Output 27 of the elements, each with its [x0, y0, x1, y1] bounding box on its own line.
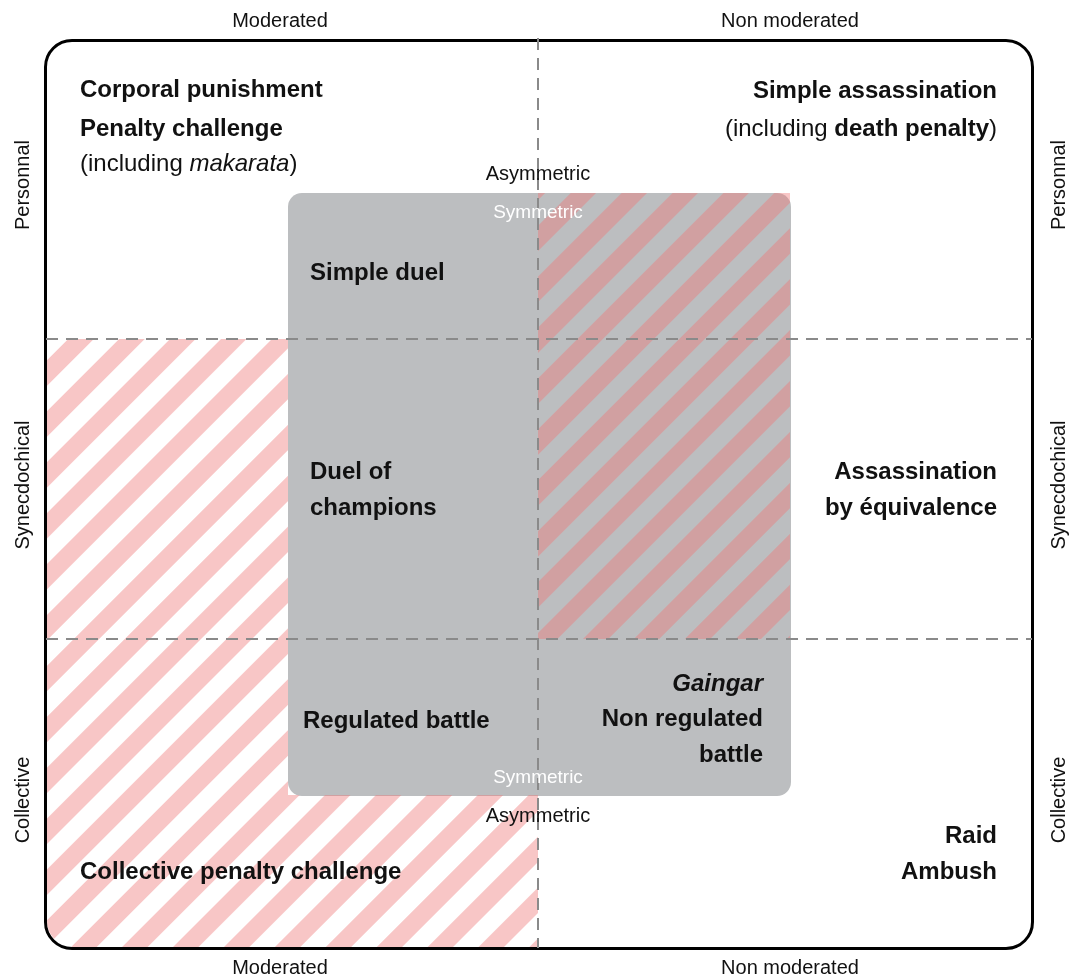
category-text: Collective penalty challenge: [80, 856, 402, 886]
row-axis-label: Synecdochical: [10, 420, 34, 550]
category-text: (including makarata): [80, 148, 298, 178]
row-axis-label: Collective: [10, 756, 34, 844]
boundary-label: Asymmetric: [485, 803, 591, 827]
column-axis-label: Non moderated: [721, 8, 859, 32]
category-text: Penalty challenge: [80, 113, 283, 143]
row-axis-label: Collective: [1046, 756, 1070, 844]
category-text: Raid Ambush: [900, 820, 997, 886]
category-text: Simple duel: [310, 257, 445, 287]
column-axis-label: Moderated: [232, 955, 328, 979]
category-text: Non regulated battle: [600, 703, 763, 769]
category-text: Corporal punishment: [80, 74, 323, 104]
row-axis-label: Synecdochical: [1046, 420, 1070, 550]
category-text: Duel of champions: [310, 456, 438, 522]
column-axis-label: Non moderated: [721, 955, 859, 979]
category-text: Gaingar: [672, 668, 763, 698]
category-text: Regulated battle: [303, 705, 490, 735]
region-label: Symmetric: [492, 200, 584, 224]
row-axis-label: Personnal: [10, 139, 34, 231]
category-text: (including death penalty): [724, 113, 997, 143]
column-axis-label: Moderated: [232, 8, 328, 32]
category-text: Assassination by équivalence: [823, 456, 997, 522]
row-axis-label: Personnal: [1046, 139, 1070, 231]
region-label: Symmetric: [492, 765, 584, 789]
boundary-label: Asymmetric: [485, 161, 591, 185]
category-text: Simple assassination: [752, 75, 997, 105]
